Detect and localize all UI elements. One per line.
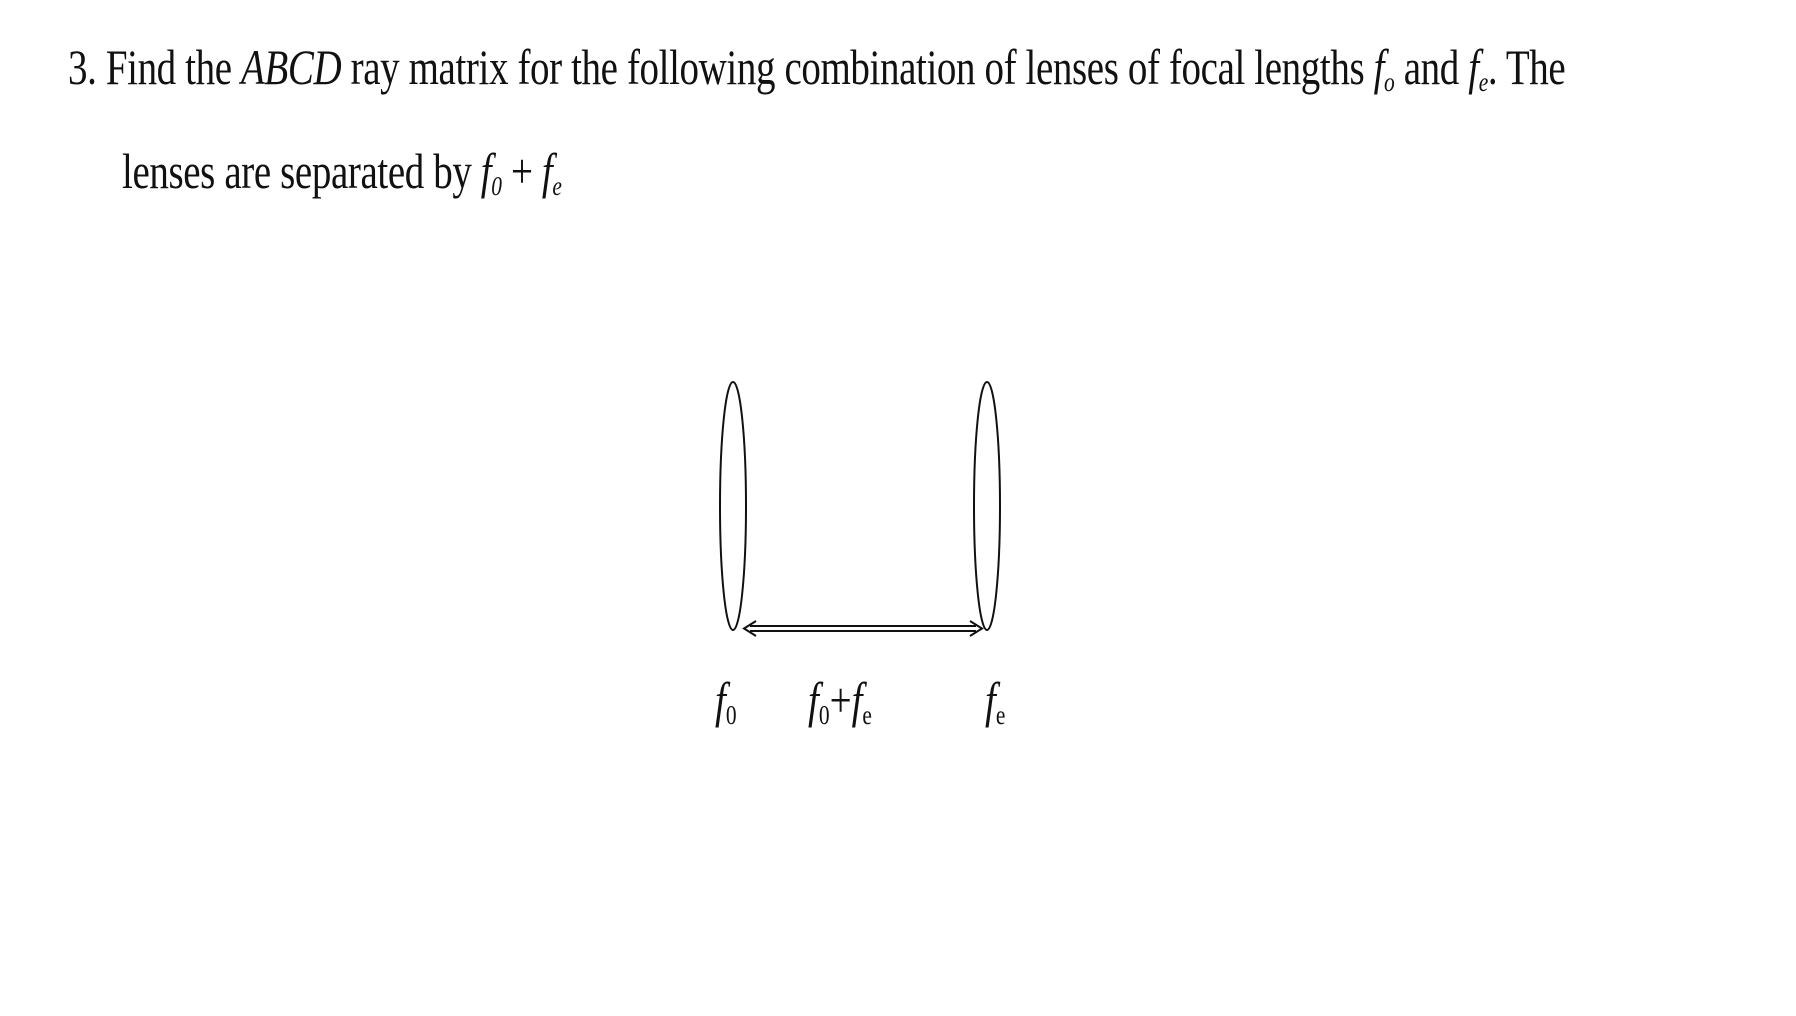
- lens-diagram: f0 f0+fe fe: [660, 360, 1060, 790]
- problem-line-2: lenses are separated by f0 + fe: [122, 143, 562, 201]
- abcd-term: ABCD: [241, 39, 342, 95]
- lens-right: [973, 381, 1001, 631]
- focal-length-eyepiece: fe: [1468, 39, 1488, 97]
- focal-length-objective: fo: [1373, 39, 1395, 97]
- problem-line-1: 3. Find the ABCD ray matrix for the foll…: [68, 39, 1566, 97]
- label-fe: fe: [985, 672, 1006, 730]
- separation-arrow: [742, 620, 984, 637]
- problem-number: 3.: [68, 39, 97, 95]
- label-separation: f0+fe: [808, 672, 872, 730]
- lens-left: [719, 381, 747, 631]
- lens-diagram-svg: [719, 381, 1001, 637]
- label-f0: f0: [715, 672, 737, 730]
- separation-expression: f0 + fe: [480, 143, 562, 201]
